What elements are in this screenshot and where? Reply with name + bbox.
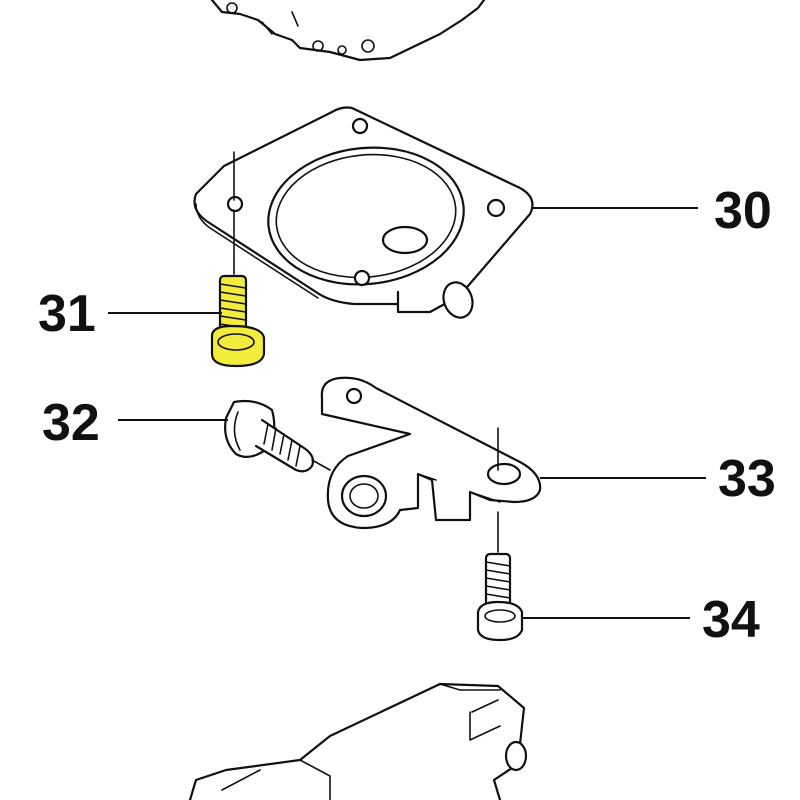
- part-30-diaphragm-plate: [193, 106, 534, 319]
- callout-34: 34: [702, 591, 760, 649]
- part-34-screw: [476, 552, 524, 642]
- callout-31: 31: [38, 285, 96, 343]
- callout-32: 32: [42, 394, 100, 452]
- callout-33: 33: [718, 450, 776, 508]
- part-32-screw: [224, 399, 399, 515]
- lower-carburetor-body-part: [188, 682, 528, 800]
- part-31-screw-highlighted: [210, 209, 266, 368]
- part-33-control-lever: [320, 376, 542, 553]
- upper-diaphragm-part: [210, 0, 486, 62]
- callout-30: 30: [714, 182, 772, 240]
